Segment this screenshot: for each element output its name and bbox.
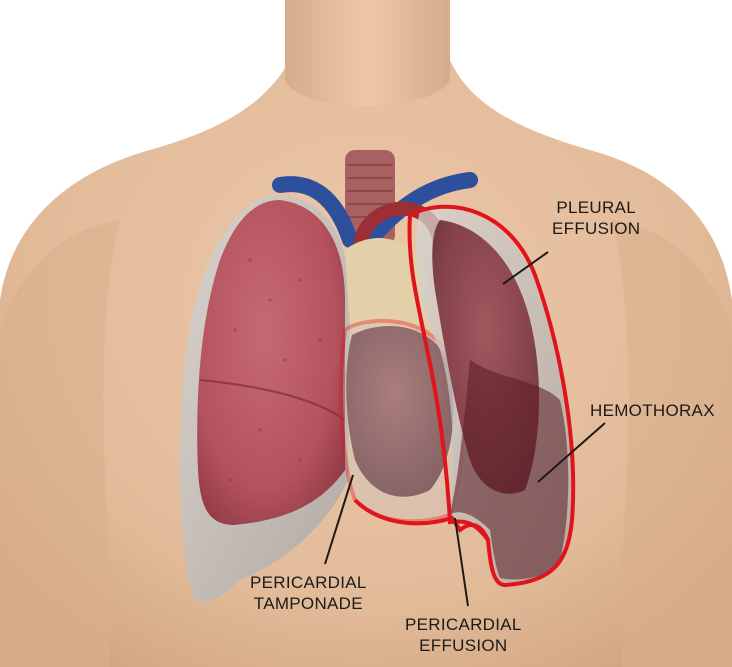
label-pleural-effusion-line1: PLEURAL: [552, 197, 640, 218]
label-pericardial-effusion-line1: PERICARDIAL: [405, 614, 522, 635]
label-hemothorax-line1: HEMOTHORAX: [590, 400, 715, 421]
label-pericardial-tamponade-line1: PERICARDIAL: [250, 572, 367, 593]
label-pericardial-effusion-line2: EFFUSION: [405, 635, 522, 656]
label-pleural-effusion: PLEURAL EFFUSION: [552, 197, 640, 239]
neck: [285, 0, 450, 106]
label-pericardial-tamponade-line2: TAMPONADE: [250, 593, 367, 614]
label-pleural-effusion-line2: EFFUSION: [552, 218, 640, 239]
label-pericardial-tamponade: PERICARDIAL TAMPONADE: [250, 572, 367, 614]
label-pericardial-effusion: PERICARDIAL EFFUSION: [405, 614, 522, 656]
label-hemothorax: HEMOTHORAX: [590, 400, 715, 421]
